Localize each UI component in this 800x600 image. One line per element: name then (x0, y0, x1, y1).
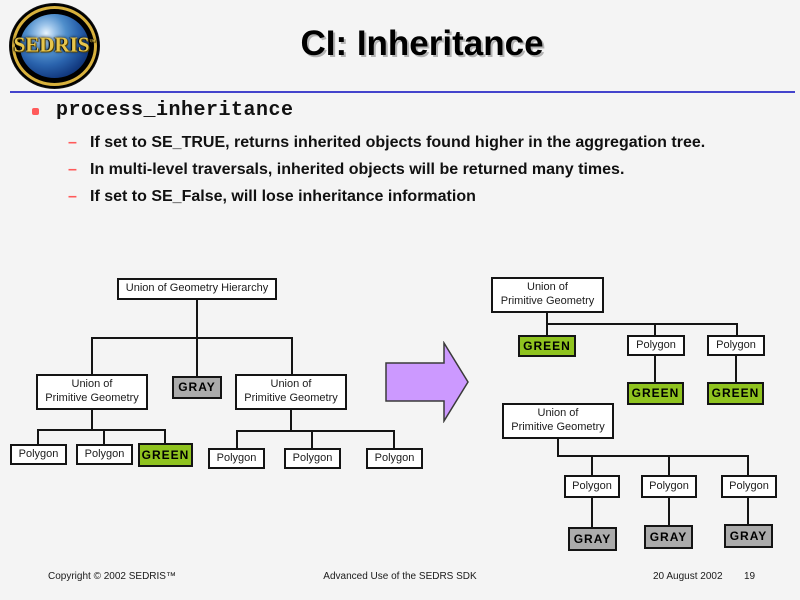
tree-node-polygon: Polygon (10, 444, 67, 465)
connector-line (393, 430, 395, 448)
sedris-logo: SEDRIS™ (10, 4, 99, 88)
tree-node-gray: GRAY (644, 525, 693, 549)
connector-line (557, 455, 749, 457)
title-divider-line (10, 91, 795, 93)
tree-node-polygon: Polygon (76, 444, 133, 465)
bullet-marker (32, 108, 39, 115)
connector-line (654, 356, 656, 382)
sub-bullet-item: – In multi-level traversals, inherited o… (68, 156, 730, 183)
tree-node-polygon: Polygon (366, 448, 423, 469)
footer-page-number: 19 (744, 571, 756, 582)
footer-center-text: Advanced Use of the SEDRS SDK (323, 571, 477, 582)
right-arrow-polygon (385, 341, 469, 423)
tree-node-green: GREEN (518, 335, 576, 357)
slide-title: CI: Inheritance (300, 24, 544, 63)
connector-line (591, 455, 593, 475)
sub-bullet-text: If set to SE_TRUE, returns inherited obj… (90, 134, 706, 151)
logo-gold-ring (12, 6, 97, 86)
connector-line (236, 430, 395, 432)
connector-line (736, 323, 738, 335)
sub-bullet-text: If set to SE_False, will lose inheritanc… (90, 188, 476, 205)
tree-node-gray: GRAY (172, 376, 222, 399)
tree-node-green: GREEN (138, 443, 193, 467)
connector-line (291, 337, 293, 375)
logo-wordmark: SEDRIS™ (13, 32, 96, 57)
logo-earth-globe (20, 14, 89, 78)
connector-line (311, 430, 313, 448)
connector-line (546, 323, 738, 325)
connector-line (668, 498, 670, 525)
footer-copyright: Copyright © 2002 SEDRIS™ (48, 571, 176, 582)
tree-node-union-primitive-geometry: Union of Primitive Geometry (36, 374, 148, 410)
connector-line (747, 498, 749, 524)
footer-date: 20 August 2002 (653, 571, 723, 582)
right-arrow-shape (385, 341, 469, 423)
tree-node-polygon: Polygon (208, 448, 265, 469)
connector-line (91, 410, 93, 431)
sub-bullet-item: – If set to SE_False, will lose inherita… (68, 183, 730, 210)
tree-node-polygon: Polygon (721, 475, 777, 498)
dash-marker: – (68, 161, 77, 178)
tree-node-union-primitive-geometry: Union of Primitive Geometry (502, 403, 614, 439)
tree-node-union-geometry-hierarchy: Union of Geometry Hierarchy (117, 278, 277, 300)
connector-line (546, 313, 548, 325)
connector-line (747, 455, 749, 475)
connector-line (735, 356, 737, 382)
tree-node-union-primitive-geometry: Union of Primitive Geometry (235, 374, 347, 410)
connector-line (196, 300, 198, 338)
connector-line (668, 455, 670, 475)
bullet-main-text: process_inheritance (56, 99, 294, 122)
tree-node-polygon: Polygon (564, 475, 620, 498)
tree-node-union-primitive-geometry: Union of Primitive Geometry (491, 277, 604, 313)
connector-line (37, 429, 39, 444)
connector-line (290, 410, 292, 432)
connector-line (196, 337, 198, 377)
connector-line (236, 430, 238, 448)
sub-bullet-item: – If set to SE_TRUE, returns inherited o… (68, 129, 730, 156)
sub-bullet-list: – If set to SE_TRUE, returns inherited o… (68, 129, 730, 210)
bullet-list: process_inheritance – If set to SE_TRUE,… (30, 99, 730, 210)
tree-node-polygon: Polygon (284, 448, 341, 469)
connector-line (546, 323, 548, 335)
tree-node-polygon: Polygon (627, 335, 685, 356)
bullet-item-main: process_inheritance (30, 99, 730, 122)
connector-line (654, 323, 656, 335)
connector-line (103, 429, 105, 444)
connector-line (557, 439, 559, 457)
tree-node-polygon: Polygon (641, 475, 697, 498)
dash-marker: – (68, 188, 77, 205)
tree-node-gray: GRAY (724, 524, 773, 548)
connector-line (37, 429, 166, 431)
tree-node-green: GREEN (707, 382, 764, 405)
sub-bullet-text: In multi-level traversals, inherited obj… (90, 161, 625, 178)
tree-node-green: GREEN (627, 382, 684, 405)
tree-node-gray: GRAY (568, 527, 617, 551)
connector-line (91, 337, 293, 339)
connector-line (164, 429, 166, 443)
connector-line (591, 498, 593, 527)
dash-marker: – (68, 134, 77, 151)
tree-node-polygon: Polygon (707, 335, 765, 356)
connector-line (91, 337, 93, 375)
logo-trademark: ™ (89, 39, 96, 46)
